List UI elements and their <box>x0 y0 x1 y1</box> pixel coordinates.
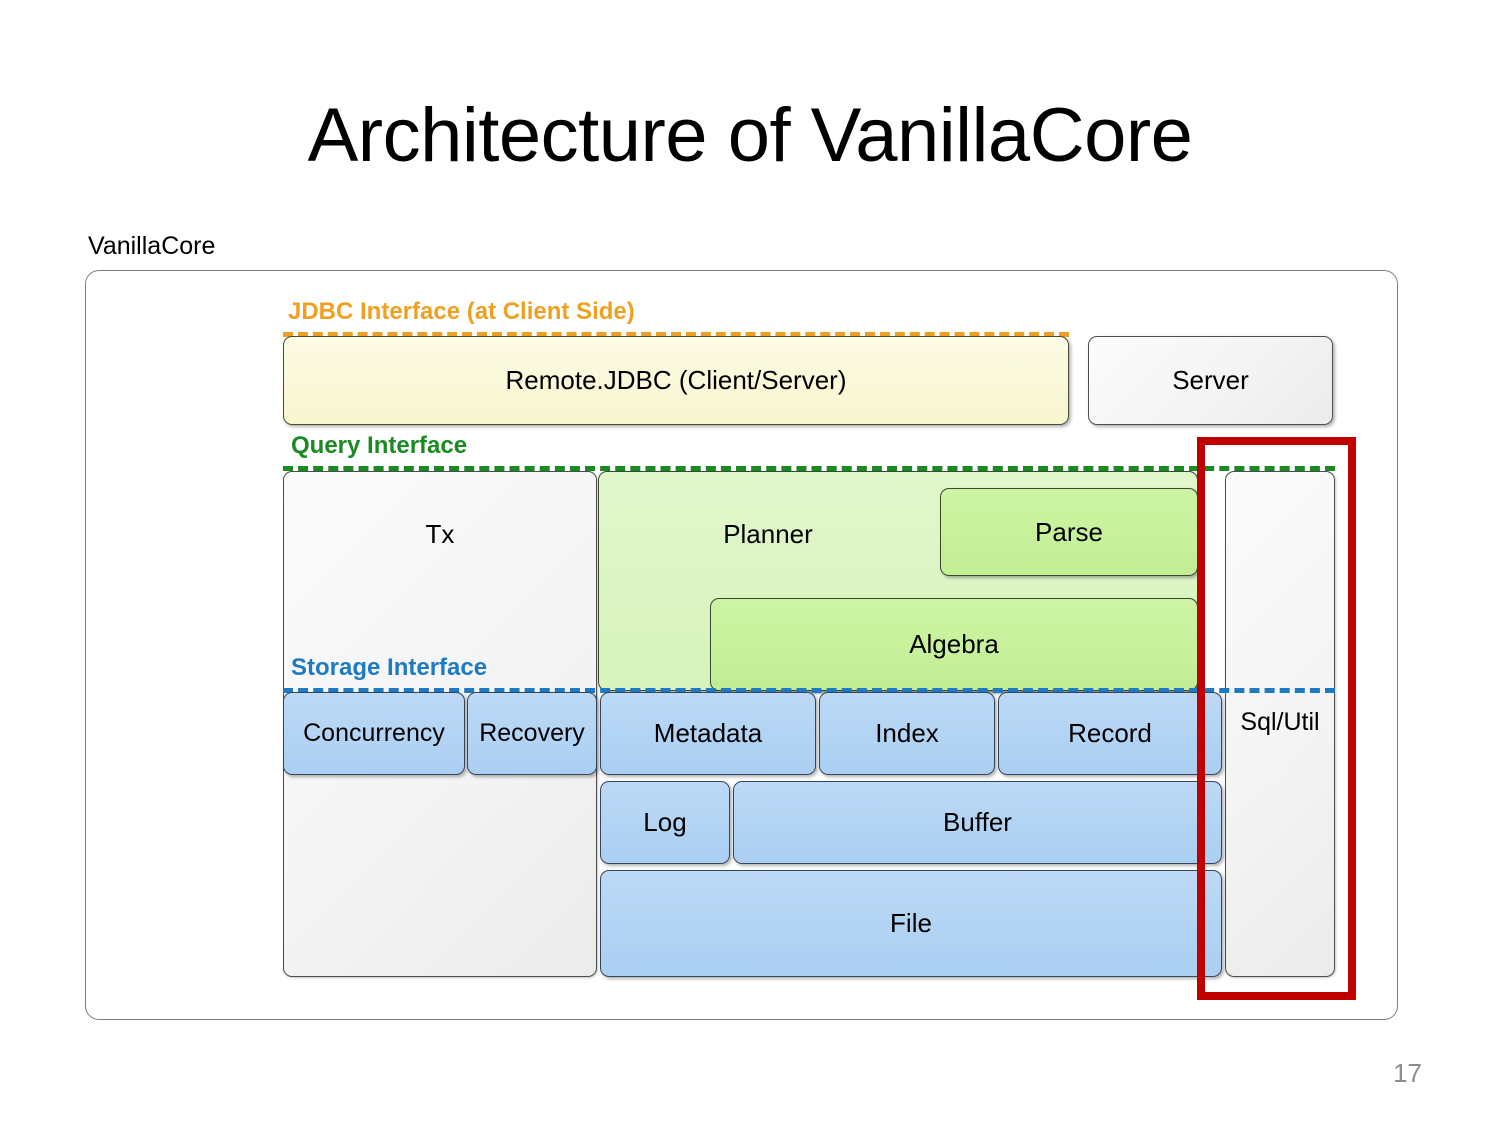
remote-jdbc-box[interactable]: Remote.JDBC (Client/Server) <box>283 336 1069 425</box>
file-label: File <box>890 908 932 938</box>
page-number: 17 <box>1393 1058 1422 1088</box>
jdbc-interface-divider <box>283 332 1069 337</box>
buffer-label: Buffer <box>943 807 1012 837</box>
log-box[interactable]: Log <box>600 781 730 864</box>
concurrency-box[interactable]: Concurrency <box>283 692 465 775</box>
record-box[interactable]: Record <box>998 692 1222 775</box>
server-box[interactable]: Server <box>1088 336 1333 425</box>
recovery-box[interactable]: Recovery <box>467 692 597 775</box>
planner-label: Planner <box>723 519 813 549</box>
parse-box[interactable]: Parse <box>940 488 1198 576</box>
query-interface-divider <box>283 466 1335 471</box>
query-interface-label: Query Interface <box>291 432 468 459</box>
file-box[interactable]: File <box>600 870 1222 977</box>
server-label: Server <box>1172 365 1249 395</box>
concurrency-label: Concurrency <box>303 719 445 747</box>
log-label: Log <box>643 807 687 837</box>
algebra-box[interactable]: Algebra <box>710 598 1198 691</box>
metadata-label: Metadata <box>653 718 763 748</box>
storage-interface-divider <box>283 688 1335 693</box>
metadata-box[interactable]: Metadata <box>600 692 816 775</box>
storage-interface-label: Storage Interface <box>291 654 488 681</box>
page-title: Architecture of VanillaCore <box>307 93 1193 178</box>
buffer-box[interactable]: Buffer <box>733 781 1222 864</box>
sql-util-box[interactable]: Sql/Util <box>1225 471 1335 977</box>
sql-util-label: Sql/Util <box>1240 708 1320 736</box>
jdbc-interface-label: JDBC Interface (at Client Side) <box>288 298 635 325</box>
parse-label: Parse <box>1035 516 1103 547</box>
index-label: Index <box>875 718 939 748</box>
tx-label: Tx <box>425 519 455 549</box>
recovery-label: Recovery <box>479 719 585 747</box>
record-label: Record <box>1068 718 1152 748</box>
algebra-label: Algebra <box>909 629 999 659</box>
index-box[interactable]: Index <box>819 692 995 775</box>
vanillacore-label: VanillaCore <box>88 232 216 260</box>
remote-jdbc-label: Remote.JDBC (Client/Server) <box>505 365 847 395</box>
